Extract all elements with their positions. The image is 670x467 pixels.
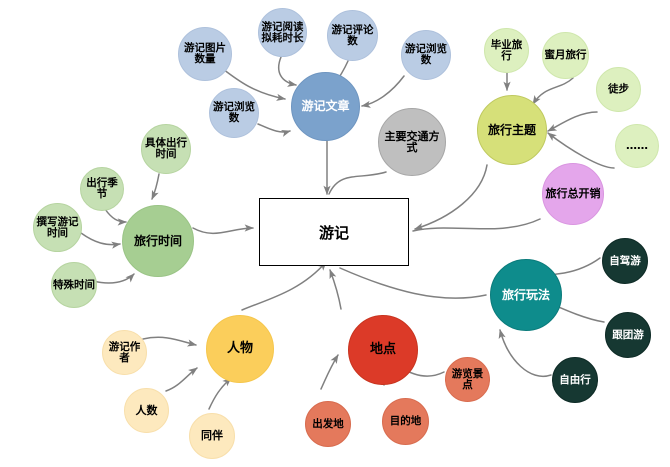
center-node-youji[interactable]: 游记 xyxy=(259,198,409,266)
leaf-node-youji-pinglun-shu[interactable]: 游记评论数 xyxy=(327,10,378,61)
leaf-node-youji-zuozhe[interactable]: 游记作者 xyxy=(102,330,147,375)
edge-lvxing-wanfa-to-center xyxy=(339,267,487,299)
node-label: 旅行总开销 xyxy=(545,187,601,201)
hub-node-lvxing-shijian[interactable]: 旅行时间 xyxy=(122,205,194,277)
leaf-node-biye-lvxing[interactable]: 毕业旅行 xyxy=(484,28,529,73)
node-label: 人物 xyxy=(226,341,253,357)
node-label: 游记文章 xyxy=(301,99,350,114)
hub-node-lvxing-zhuti[interactable]: 旅行主题 xyxy=(477,95,547,165)
edge-juti-chuxing-shijian-to-lvxing-shijian xyxy=(151,173,160,200)
node-label: 自由行 xyxy=(559,373,591,386)
node-label: …… xyxy=(626,139,648,153)
edge-zhuanxie-youji-shijian-to-lvxing-shijian xyxy=(80,232,121,249)
leaf-node-miyue-lvxing[interactable]: 蜜月旅行 xyxy=(542,32,589,79)
edge-lvxing-zhuti-to-center xyxy=(414,164,488,230)
leaf-node-ziyou-xing[interactable]: 自由行 xyxy=(552,357,598,403)
leaf-node-chuxing-jijie[interactable]: 出行季节 xyxy=(80,167,124,211)
leaf-node-lvxing-zong-kaixiao[interactable]: 旅行总开销 xyxy=(542,163,604,225)
node-label: 旅行时间 xyxy=(133,233,182,248)
edge-lvxing-zong-kaixiao-to-center xyxy=(412,218,541,232)
leaf-node-youji-liulan-shu-left[interactable]: 游记浏览数 xyxy=(209,88,259,138)
node-label: 主要交通方式 xyxy=(384,129,440,154)
edge-didian-to-center xyxy=(329,269,342,310)
node-label: 特殊时间 xyxy=(53,278,95,291)
leaf-node-renshu[interactable]: 人数 xyxy=(124,388,169,433)
edge-tubu-to-lvxing-zhuti xyxy=(547,111,598,132)
edge-chufa-di-to-didian xyxy=(320,354,339,390)
node-label: 具体出行时间 xyxy=(145,137,187,160)
edge-ellipsis-theme-to-lvxing-zhuti xyxy=(547,132,615,169)
leaf-node-juti-chuxing-shijian[interactable]: 具体出行时间 xyxy=(141,124,191,174)
edge-renwu-to-center xyxy=(241,261,327,311)
leaf-node-zhuyao-jiaotong-fangshi[interactable]: 主要交通方式 xyxy=(378,108,446,176)
node-label: 人数 xyxy=(135,403,158,417)
edge-zhuyao-jiaotong-fangshi-to-center xyxy=(328,171,387,195)
leaf-node-zijia-you[interactable]: 自驾游 xyxy=(602,238,648,284)
leaf-node-chufa-di[interactable]: 出发地 xyxy=(305,401,351,447)
edge-youji-yuedu-nihaoshichang-to-youji-wenzhang xyxy=(277,56,297,87)
edge-youji-liulan-shu-left-to-youji-wenzhang xyxy=(257,123,291,137)
node-label: 出发地 xyxy=(312,417,344,430)
node-label: 徒步 xyxy=(608,83,629,96)
node-label: 跟团游 xyxy=(612,328,644,341)
edge-chuxing-jijie-to-lvxing-shijian xyxy=(104,208,127,226)
hub-node-renwu[interactable]: 人物 xyxy=(206,315,274,383)
edge-tongban-to-renwu xyxy=(208,377,232,410)
node-label: 游记阅读拟耗时长 xyxy=(261,20,304,44)
leaf-node-teshu-shijian[interactable]: 特殊时间 xyxy=(51,262,97,308)
node-label: 旅行主题 xyxy=(487,122,536,137)
node-label: 旅行玩法 xyxy=(501,287,550,302)
leaf-node-youlan-jingdian[interactable]: 游览景点 xyxy=(445,357,490,402)
leaf-node-gentuan-you[interactable]: 跟团游 xyxy=(605,312,651,358)
node-label: 毕业旅行 xyxy=(490,38,523,62)
node-label: 游记浏览数 xyxy=(405,43,447,66)
edge-youji-zuozhe-to-renwu xyxy=(142,336,197,347)
node-label: 出行季节 xyxy=(86,177,118,200)
node-label: 同伴 xyxy=(201,429,223,443)
node-label: 游记图片数量 xyxy=(184,42,226,65)
node-label: 游览景点 xyxy=(451,367,484,391)
node-label: 游记浏览数 xyxy=(213,101,255,124)
hub-node-lvxing-wanfa[interactable]: 旅行玩法 xyxy=(490,259,562,331)
edge-miyue-lvxing-to-lvxing-zhuti xyxy=(532,77,574,105)
leaf-node-zhuanxie-youji-shijian[interactable]: 撰写游记时间 xyxy=(33,203,82,252)
leaf-node-youji-tupian-shuliang[interactable]: 游记图片数量 xyxy=(178,27,232,81)
node-label: 蜜月旅行 xyxy=(544,49,587,62)
edge-ziyou-xing-to-lvxing-wanfa xyxy=(498,329,552,377)
hub-node-didian[interactable]: 地点 xyxy=(348,315,418,385)
node-label: 游记作者 xyxy=(108,340,141,364)
hub-node-youji-wenzhang[interactable]: 游记文章 xyxy=(291,72,360,141)
leaf-node-youji-liulan-shu-right[interactable]: 游记浏览数 xyxy=(401,30,451,80)
edge-youji-liulan-shu-right-to-youji-wenzhang xyxy=(361,75,405,108)
leaf-node-tongban[interactable]: 同伴 xyxy=(189,413,235,459)
node-label: 自驾游 xyxy=(609,254,641,267)
edge-lvxing-shijian-to-center xyxy=(192,224,254,235)
leaf-node-ellipsis-theme[interactable]: …… xyxy=(615,124,659,168)
node-label: 目的地 xyxy=(389,415,422,428)
leaf-node-mudi-di[interactable]: 目的地 xyxy=(382,398,429,445)
node-label: 地点 xyxy=(369,342,396,358)
leaf-node-tubu[interactable]: 徒步 xyxy=(596,67,641,112)
edge-renshu-to-renwu xyxy=(165,367,198,392)
center-node-label: 游记 xyxy=(318,223,349,242)
edge-teshu-shijian-to-lvxing-shijian xyxy=(92,273,135,284)
leaf-node-youji-yuedu-nihaoshichang[interactable]: 游记阅读拟耗时长 xyxy=(258,8,307,57)
node-label: 游记评论数 xyxy=(331,23,374,47)
node-label: 撰写游记时间 xyxy=(36,215,79,239)
